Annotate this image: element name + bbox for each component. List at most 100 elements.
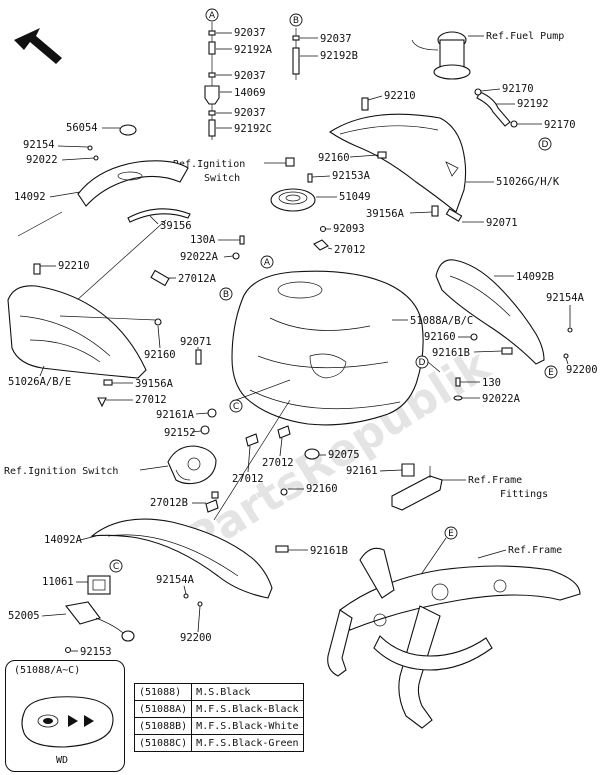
circle-ref-c-tank: C [229,399,243,413]
label-51088abc: 51088A/B/C [410,315,473,327]
clamp-92170b [510,120,518,128]
label-56054: 56054 [66,122,98,134]
label-92022a2: 92022A [482,393,521,405]
label-92170b: 92170 [544,119,576,131]
grommet-92192b [292,47,300,75]
label-39156a2: 39156A [366,208,405,220]
label-plate-27012d [245,433,259,447]
label-92153: 92153 [80,646,112,658]
ignition-cap [285,157,295,167]
trim-39156 [127,208,191,223]
label-14092: 14092 [14,191,46,203]
ref-ignition-switch: Ref.Ignition Switch [4,466,118,477]
screw-92154a [567,327,573,333]
side-cover-51026abe [7,285,147,379]
legend-row: (51088B)M.F.S.Black-White [133,717,304,735]
circle-ref-d-top: D [538,137,552,151]
damper-92160c [470,333,478,341]
legend-code: (51088A) [133,700,193,718]
label-92093: 92093 [333,223,365,235]
frame-fittings [391,475,443,511]
damper-92160b [377,151,387,159]
label-plate-27012 [97,397,107,408]
clamp-92170a [474,88,482,96]
label-92154a2: 92154A [156,574,195,586]
clip-39156a [431,205,439,217]
circle-ref-d-tank: D [415,355,429,369]
circle-ref-b-tank: B [219,287,233,301]
label-92210b: 92210 [58,260,90,272]
fuel-pump [411,31,471,80]
label-92161a: 92161A [156,409,195,421]
bolt-92093 [319,225,327,233]
inset-footer: WD [56,755,69,766]
label-11061: 11061 [42,576,74,588]
inset-title: (51088/A~C) [14,665,81,676]
collar-92022a-right [453,395,463,401]
label-52005: 52005 [8,610,40,622]
color-legend: (51088)M.S.Black(51088A)M.F.S.Black-Blac… [133,683,304,752]
ring-56054 [119,124,137,136]
svg-text:B: B [223,290,229,300]
legend-desc: M.F.S.Black-White [191,717,304,735]
label-92160b: 92160 [318,152,350,164]
ref-ignition-1: Ref.Ignition [173,159,245,170]
clip-39156a-left [103,379,113,386]
label-plate-27012e [277,425,291,439]
legend-row: (51088)M.S.Black [133,683,304,701]
ignition-switch [167,445,219,499]
label-51026abe: 51026A/B/E [8,376,71,388]
bolt-130 [455,377,461,387]
circle-ref-e-lower: E [444,526,458,540]
label-92022: 92022 [26,154,58,166]
pin-92037a [208,30,216,36]
label-14069: 14069 [234,87,266,99]
circle-ref-a-top: A [205,8,219,22]
label-92154: 92154 [23,139,55,151]
label-92154a: 92154A [546,292,585,304]
legend-code: (51088B) [133,717,193,735]
nut-92200a [563,353,569,359]
label-92160d: 92160 [306,483,338,495]
label-92192b: 92192B [320,50,358,62]
damper-14069 [204,85,220,105]
label-92161b: 92161B [432,347,470,359]
svg-text:D: D [542,140,549,150]
label-92071b: 92071 [486,217,518,229]
ref-ignition-2: Switch [204,173,240,184]
svg-text:B: B [293,16,299,26]
ref-frame: Ref.Frame [508,545,562,556]
grommet-92192c [208,119,216,137]
damper-92075 [304,448,320,460]
inset-tank-icon [21,696,114,748]
svg-text:C: C [113,562,119,572]
nut-92200b [197,601,203,607]
collar-92022a [232,252,240,260]
label-27012bb: 27012B [150,497,188,509]
label-92160a: 92160 [144,349,176,361]
label-plate-27012c [313,239,329,251]
circle-ref-c-lower: C [109,559,123,573]
bushing-92161b [501,347,513,355]
screw-92154 [87,145,93,151]
seal-11061 [87,575,111,595]
legend-code: (51088) [133,683,193,701]
label-14092a: 14092A [44,534,83,546]
label-130: 130 [482,377,501,389]
label-92192: 92192 [517,98,549,110]
bolt-92153 [64,646,72,654]
pad-92210b [33,263,41,275]
pin-92037b [208,72,216,78]
collar-92152 [200,425,210,435]
label-92160c: 92160 [424,331,456,343]
legend-desc: M.F.S.Black-Black [191,700,304,718]
label-92037b: 92037 [234,70,266,82]
tank-variant-inset: (51088/A~C) WD [5,660,125,772]
damper-92160d [280,488,288,496]
label-39156: 39156 [160,220,192,232]
bolt-130a [239,235,245,245]
fuel-hose-92192 [476,91,511,127]
label-92161b2: 92161B [310,545,348,557]
fuel-cap-51049 [270,188,316,212]
